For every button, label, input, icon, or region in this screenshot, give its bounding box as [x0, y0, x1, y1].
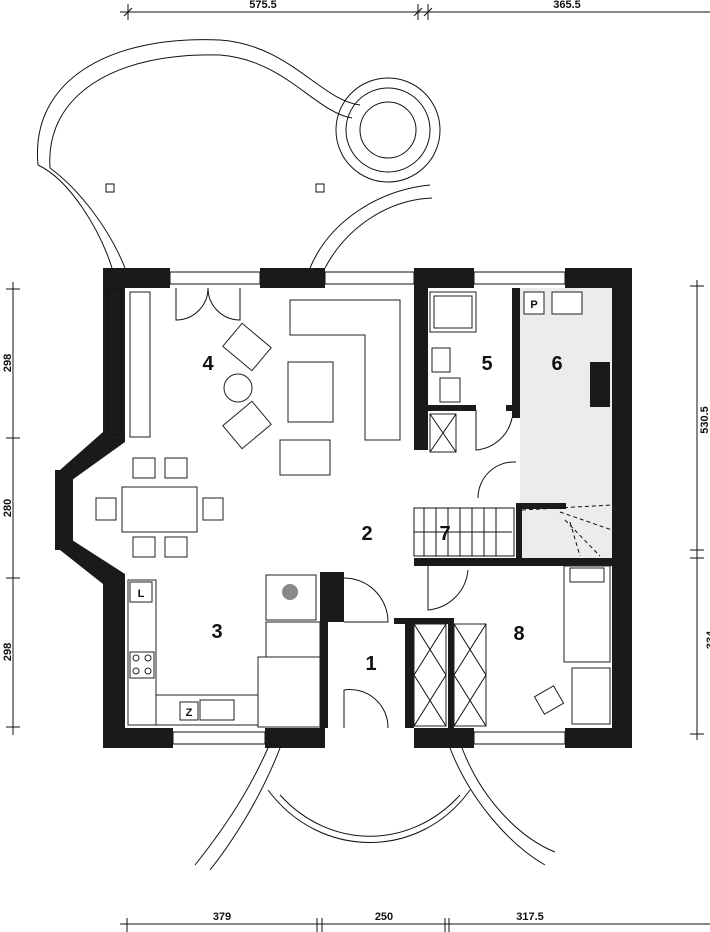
dimension-left: 298 280 298 [2, 282, 20, 735]
utility-fixtures: P [523, 291, 583, 315]
windows [106, 271, 566, 745]
doors [175, 287, 517, 729]
boiler-tag: P [530, 299, 537, 311]
dimension-right: 530.5 334 [690, 280, 710, 740]
room-label-5: 5 [481, 353, 492, 375]
bathroom-fixtures [429, 291, 477, 453]
room-label-1: 1 [365, 653, 376, 675]
room-label-2: 2 [361, 523, 372, 545]
boiler-icon [282, 584, 298, 600]
fridge-tag: L [138, 588, 145, 600]
dim-left-2: 280 [2, 499, 14, 517]
dim-top-2: 365.5 [553, 0, 581, 11]
dim-right-1: 530.5 [699, 406, 710, 434]
room-label-7: 7 [439, 523, 450, 545]
dimension-bottom: 379 250 317.5 [120, 911, 710, 932]
dim-bottom-1: 379 [213, 911, 231, 923]
dim-left-1: 298 [2, 354, 14, 372]
terrace-bottom [194, 747, 556, 871]
walls [55, 268, 632, 748]
room-label-6: 6 [551, 353, 562, 375]
bedroom-furniture [413, 565, 611, 727]
dimension-top: 575.5 365.5 [120, 0, 710, 20]
room-labels: 1 2 3 4 5 6 7 8 [202, 353, 562, 675]
dim-left-3: 298 [2, 643, 14, 661]
dim-bottom-2: 250 [375, 911, 393, 923]
terrace-top [36, 39, 441, 269]
dim-top-1: 575.5 [249, 0, 277, 11]
room-6-floor [520, 288, 612, 558]
dim-bottom-3: 317.5 [516, 911, 544, 923]
room-label-8: 8 [513, 623, 524, 645]
dim-right-2: 334 [705, 630, 710, 649]
living-room-furniture [95, 291, 401, 558]
stairs [413, 504, 613, 557]
room-label-3: 3 [211, 621, 222, 643]
kitchen-furniture: L Z [127, 574, 321, 728]
sink-cabinet-tag: Z [186, 707, 193, 719]
room-label-4: 4 [202, 353, 214, 375]
